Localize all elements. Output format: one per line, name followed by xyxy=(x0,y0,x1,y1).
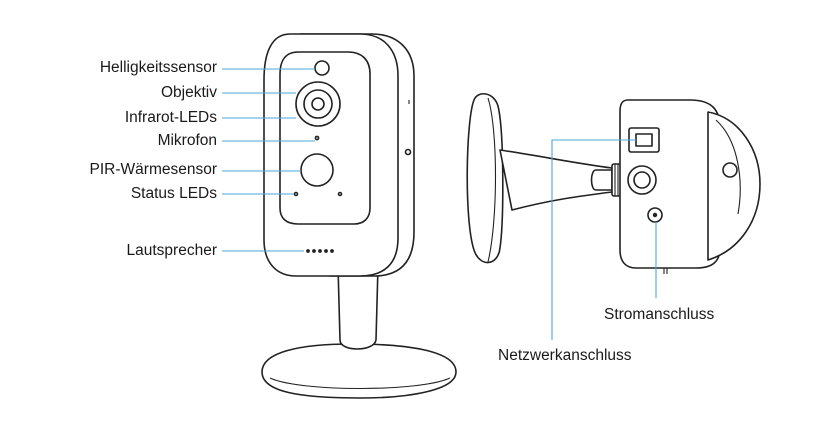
back-camera xyxy=(466,93,761,274)
front-stand-neck xyxy=(337,265,379,350)
label-power-port: Stromanschluss xyxy=(604,306,715,323)
label-lens: Objektiv xyxy=(161,84,217,101)
label-brightness-sensor: Helligkeitssensor xyxy=(99,59,217,76)
back-dome xyxy=(707,111,761,261)
label-infrared-leds: Infrarot-LEDs xyxy=(124,109,217,126)
brightness-sensor-dot xyxy=(314,60,330,76)
pir-sensor xyxy=(300,153,334,187)
front-leader-lines xyxy=(222,68,315,252)
front-stand-base xyxy=(261,343,457,399)
status-led-right xyxy=(337,191,343,197)
front-camera xyxy=(261,33,457,399)
front-face-panel xyxy=(279,51,371,225)
label-pir-sensor: PIR-Wärmesensor xyxy=(89,161,217,178)
speaker-grille xyxy=(306,249,334,253)
label-microphone: Mikrofon xyxy=(157,132,217,149)
back-stand-disc xyxy=(466,93,504,264)
label-status-leds: Status LEDs xyxy=(130,185,217,202)
mic-dot xyxy=(314,135,320,141)
label-network-port: Netzwerkanschluss xyxy=(498,347,632,364)
lens-core xyxy=(311,97,325,111)
label-speaker: Lautsprecher xyxy=(126,242,217,259)
back-leader-lines xyxy=(551,139,657,340)
status-led-left xyxy=(293,191,299,197)
thumbscrew xyxy=(590,169,613,191)
